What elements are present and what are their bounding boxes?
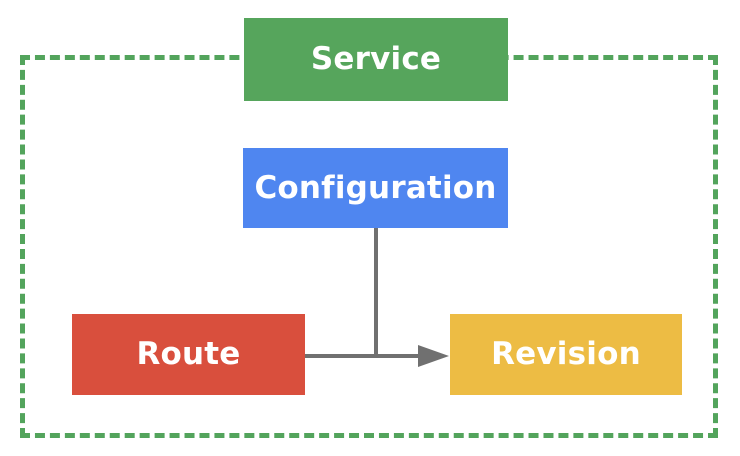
arrowhead-icon [418,345,449,367]
node-revision-label: Revision [491,336,641,372]
node-configuration-label: Configuration [254,169,497,206]
node-configuration[interactable]: Configuration [243,148,508,228]
node-revision[interactable]: Revision [450,314,682,395]
node-route-label: Route [136,336,241,372]
node-service[interactable]: Service [244,18,508,101]
node-service-label: Service [310,41,442,77]
node-route[interactable]: Route [72,314,305,395]
